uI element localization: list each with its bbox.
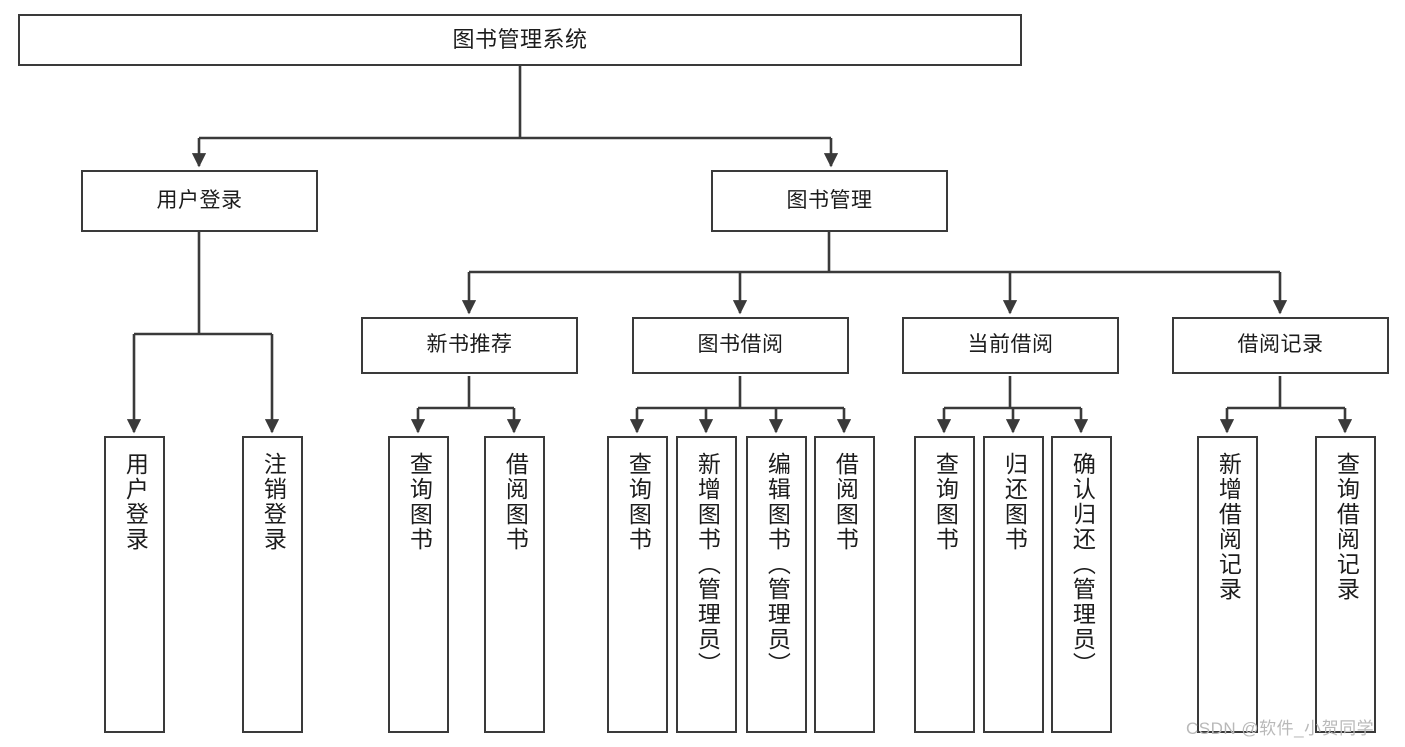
- leaf-current-borrow-return-books[interactable]: 归还图书: [983, 436, 1044, 733]
- node-label: 编辑图书（管理员）: [764, 452, 791, 677]
- node-label: 借阅图书: [502, 452, 529, 552]
- node-current-borrowing[interactable]: 当前借阅: [902, 317, 1119, 374]
- node-label: 注销登录: [260, 452, 287, 552]
- leaf-book-borrow-query-books[interactable]: 查询图书: [607, 436, 668, 733]
- leaf-user-login-logout[interactable]: 注销登录: [242, 436, 303, 733]
- leaf-user-login-login[interactable]: 用户登录: [104, 436, 165, 733]
- node-label: 当前借阅: [967, 333, 1054, 357]
- node-new-book-recommendation[interactable]: 新书推荐: [361, 317, 578, 374]
- leaf-current-borrow-confirm-return-admin[interactable]: 确认归还（管理员）: [1051, 436, 1112, 733]
- node-label: 借阅记录: [1237, 333, 1324, 357]
- node-book-management[interactable]: 图书管理: [711, 170, 948, 232]
- node-label: 归还图书: [1001, 452, 1028, 552]
- node-borrowing-record[interactable]: 借阅记录: [1172, 317, 1389, 374]
- node-label: 查询图书: [932, 452, 959, 552]
- node-label: 查询图书: [406, 452, 433, 552]
- node-label: 用户登录: [156, 188, 243, 212]
- csdn-watermark: CSDN @软件_小贺同学: [1186, 719, 1375, 738]
- leaf-book-borrow-add-book-admin[interactable]: 新增图书（管理员）: [676, 436, 737, 733]
- node-label: 用户登录: [122, 452, 149, 552]
- node-label: 查询图书: [625, 452, 652, 552]
- node-label: 新增借阅记录: [1215, 452, 1242, 602]
- node-label: 新增图书（管理员）: [694, 452, 721, 677]
- leaf-new-book-borrow-books[interactable]: 借阅图书: [484, 436, 545, 733]
- leaf-current-borrow-query-books[interactable]: 查询图书: [914, 436, 975, 733]
- node-label: 图书借阅: [697, 333, 784, 357]
- leaf-book-borrow-edit-book-admin[interactable]: 编辑图书（管理员）: [746, 436, 807, 733]
- node-user-login[interactable]: 用户登录: [81, 170, 318, 232]
- node-label: 确认归还（管理员）: [1069, 452, 1096, 677]
- node-book-borrowing[interactable]: 图书借阅: [632, 317, 849, 374]
- leaf-book-borrow-borrow-books[interactable]: 借阅图书: [814, 436, 875, 733]
- node-label: 图书管理系统: [452, 27, 588, 53]
- node-label: 图书管理: [786, 188, 873, 212]
- node-root-book-management-system[interactable]: 图书管理系统: [18, 14, 1022, 66]
- node-label: 借阅图书: [832, 452, 859, 552]
- leaf-borrow-record-query-record[interactable]: 查询借阅记录: [1315, 436, 1376, 733]
- leaf-borrow-record-add-record[interactable]: 新增借阅记录: [1197, 436, 1258, 733]
- node-label: 新书推荐: [426, 333, 513, 357]
- node-label: 查询借阅记录: [1333, 452, 1360, 602]
- leaf-new-book-query-books[interactable]: 查询图书: [388, 436, 449, 733]
